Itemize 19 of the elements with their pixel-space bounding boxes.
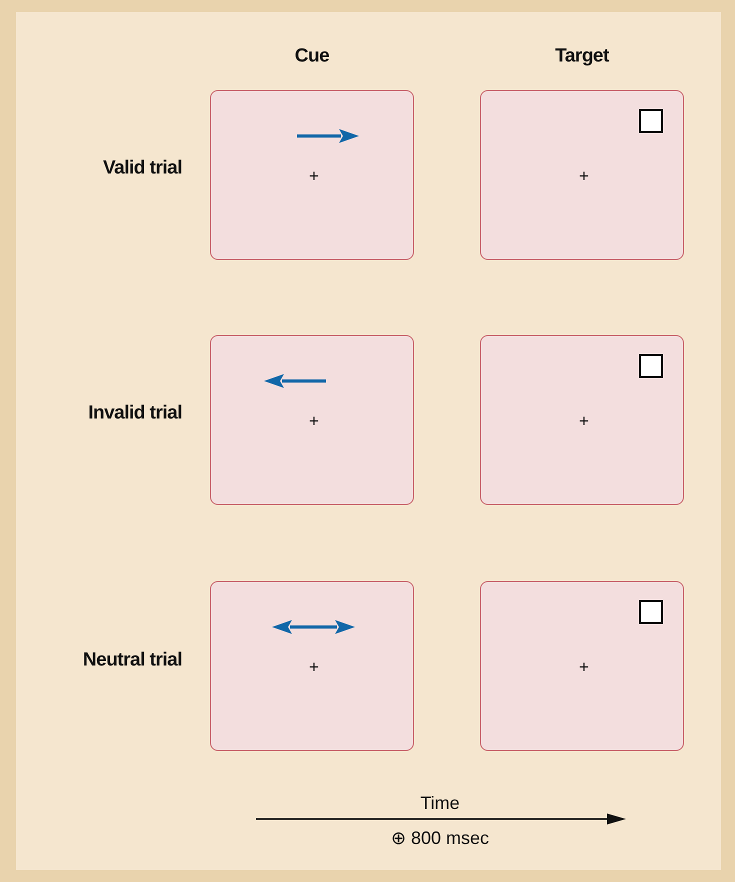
duration-label: ⊕ 800 msec (390, 829, 490, 847)
fixation-cross: + (579, 658, 589, 676)
axis-label: Time (420, 794, 460, 812)
row-label: Neutral trial (82, 650, 182, 670)
fixation-cross: + (309, 412, 319, 430)
fixation-cross: + (309, 658, 319, 676)
display-screen (210, 581, 414, 751)
column-heading: Cue (294, 46, 330, 66)
column-heading: Target (555, 46, 609, 66)
fixation-cross: + (579, 168, 589, 184)
display-screen (480, 581, 684, 751)
display-screen (210, 90, 414, 260)
row-label: Invalid trial (88, 404, 182, 422)
fixation-cross: + (579, 412, 589, 430)
display-screen (210, 335, 414, 505)
row-label: Valid trial (103, 158, 182, 178)
display-screen (480, 90, 684, 260)
display-screen (480, 335, 684, 505)
fixation-cross: + (309, 168, 319, 184)
